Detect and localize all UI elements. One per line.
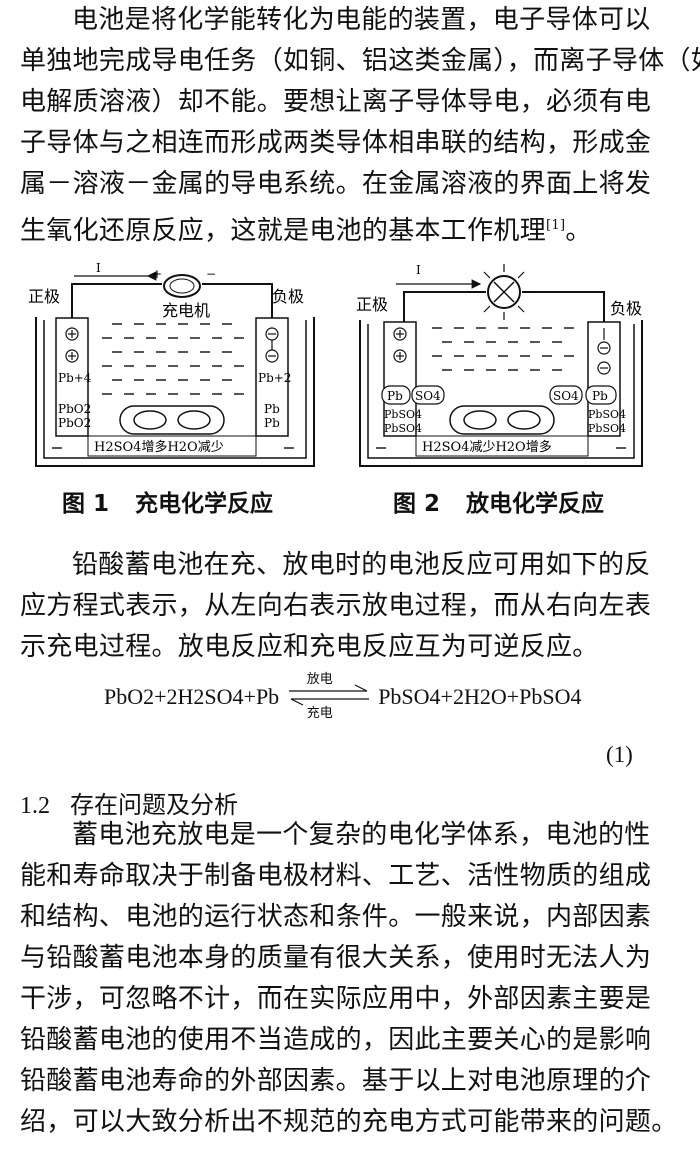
text-line: 示充电过程。放电反应和充电反应互为可逆反应。 [20, 632, 599, 662]
right-material-1: PbSO4 [588, 408, 626, 421]
section-heading: 1.2 存在问题及分析 [20, 785, 238, 820]
charger-minus: − [206, 267, 216, 281]
figure1-number: 图 1 [62, 491, 110, 517]
text-line-end: 。 [565, 216, 592, 246]
figure-charging-diagram: I + − 充电机 正极 负极 [22, 252, 322, 478]
reaction-equation: PbO2+2H2SO4+Pb 放电 充电 PbSO4+2H2O+PbSO4 [104, 672, 582, 721]
positive-label: 正极 [28, 287, 60, 306]
text-line: 绍，可以大致分析出不规范的充电方式可能带来的问题。 [20, 1107, 678, 1137]
positive-label: 正极 [356, 295, 388, 314]
arrow-charge-label: 充电 [306, 706, 333, 721]
figure2-title: 放电化学反应 [466, 491, 605, 517]
right-box-2: Pb [592, 389, 608, 403]
equation-right: PbSO4+2H2O+PbSO4 [378, 684, 582, 709]
left-material-1: PbSO4 [384, 408, 422, 421]
left-ion: Pb+4 [58, 371, 92, 385]
left-material-1: PbO2 [58, 402, 91, 416]
reversible-arrow: 放电 充电 [285, 672, 373, 721]
text-line: 属－溶液－金属的导电系统。在金属溶液的界面上将发 [20, 169, 652, 199]
text-line: 铅酸蓄电池在充、放电时的电池反应可用如下的反 [72, 550, 651, 580]
figure2-caption: 图 2 放电化学反应 [393, 484, 604, 518]
text-line: 能和寿命取决于制备电极材料、工艺、活性物质的组成 [20, 861, 652, 891]
text-line: 铅酸蓄电池寿命的外部因素。基于以上对电池原理的介 [20, 1066, 652, 1096]
right-material-2: Pb [264, 416, 280, 430]
electrolyte-change: H2SO4减少H2O增多 [422, 439, 552, 455]
equation-number: (1) [606, 742, 633, 767]
left-material-2: PbSO4 [384, 422, 422, 435]
section-number: 1.2 [20, 793, 50, 819]
right-material-1: Pb [264, 402, 280, 416]
analysis-paragraph: 蓄电池充放电是一个复杂的电化学体系，电池的性 能和寿命取决于制备电极材料、工艺、… [20, 815, 688, 1143]
electrolyte-change: H2SO4增多H2O减少 [94, 439, 224, 455]
text-line: 生氧化还原反应，这就是电池的基本工作机理 [20, 216, 547, 246]
right-material-2: PbSO4 [588, 422, 626, 435]
right-ion: Pb+2 [258, 371, 291, 385]
left-material-2: PbO2 [58, 416, 91, 430]
negative-label: 负极 [610, 299, 642, 318]
text-line: 干涉，可忽略不计，而在实际应用中，外部因素主要是 [20, 984, 652, 1014]
equation-left: PbO2+2H2SO4+Pb [104, 684, 280, 709]
text-line: 蓄电池充放电是一个复杂的电化学体系，电池的性 [72, 820, 651, 850]
text-line: 子导体与之相连而形成两类导体相串联的结构，形成金 [20, 128, 652, 158]
text-line: 单独地完成导电任务（如铜、铝这类金属），而离子导体（如 [20, 46, 700, 76]
equilibrium-arrow-icon [288, 684, 369, 706]
current-label: I [96, 261, 101, 275]
text-line: 应方程式表示，从左向右表示放电过程，而从右向左表 [20, 591, 652, 621]
text-line: 和结构、电池的运行状态和条件。一般来说，内部因素 [20, 902, 652, 932]
negative-label: 负极 [272, 287, 304, 306]
right-box-1: SO4 [553, 389, 579, 403]
figure-discharge-diagram: I 正极 负极 [354, 252, 654, 478]
figure2-number: 图 2 [393, 491, 441, 517]
citation-ref: [1] [546, 218, 566, 233]
arrow-discharge-label: 放电 [306, 672, 333, 687]
reaction-paragraph: 铅酸蓄电池在充、放电时的电池反应可用如下的反 应方程式表示，从左向右表示放电过程… [20, 545, 688, 668]
figure1-title: 充电化学反应 [135, 491, 274, 517]
left-box-2: SO4 [415, 389, 441, 403]
text-line: 与铅酸蓄电池本身的质量有很大关系，使用时无法人为 [20, 943, 652, 973]
section-title: 存在问题及分析 [70, 791, 238, 819]
text-line: 电池是将化学能转化为电能的装置，电子导体可以 [72, 5, 651, 35]
charger-plus: + [152, 267, 162, 281]
figure1-caption: 图 1 充电化学反应 [62, 484, 273, 518]
text-line: 铅酸蓄电池的使用不当造成的，因此主要关心的是影响 [20, 1025, 652, 1055]
current-label: I [416, 263, 421, 277]
intro-paragraph: 电池是将化学能转化为电能的装置，电子导体可以 单独地完成导电任务（如铜、铝这类金… [20, 0, 700, 252]
text-line: 电解质溶液）却不能。要想让离子导体导电，必须有电 [20, 87, 652, 117]
left-box-1: Pb [387, 389, 403, 403]
text-line-last: 生氧化还原反应，这就是电池的基本工作机理[1]。 [20, 205, 688, 252]
charger-label: 充电机 [162, 301, 210, 320]
